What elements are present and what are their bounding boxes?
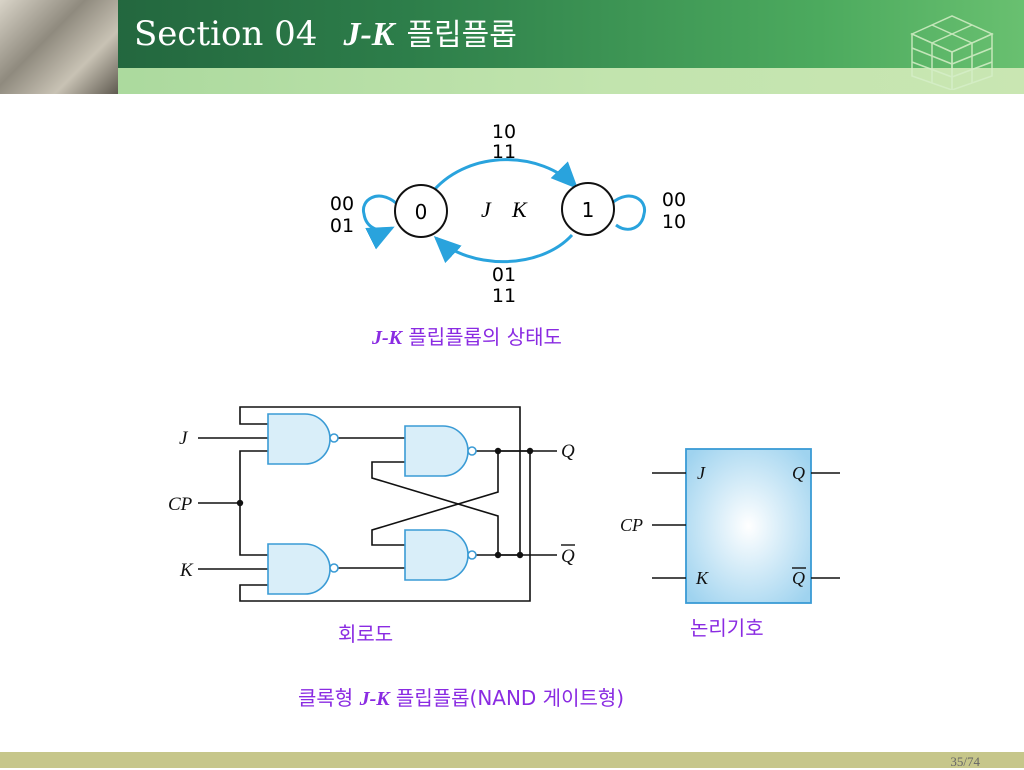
circuit-j-label: J [179,428,189,449]
circuit-qbar-label: Q [561,546,575,567]
state-caption-ko: 플립플롭의 상태도 [408,325,562,349]
section-label: Section 04 [134,14,318,54]
state-diagram: 0 1 J K 10 11 01 11 00 01 00 10 [330,121,686,307]
nand-gate-4 [404,529,469,581]
circuit-k-label: K [179,560,194,581]
transition-0-to-1 [432,158,579,192]
loop0-label-2: 01 [330,215,354,237]
circuit-cp-label: CP [168,494,193,515]
loop1-label-1: 00 [662,189,686,211]
state-0-node [394,184,448,238]
loop0-label-1: 00 [330,193,354,215]
self-loop-0 [361,194,397,250]
title-band [0,68,1024,94]
bottom-caption-prefix: 클록형 [298,686,354,710]
circuit-caption: 회로도 [338,622,394,646]
bottom-caption: 클록형 J-K 플립플롭(NAND 게이트형) [298,682,624,711]
symbol-qbar-label: Q [792,568,805,588]
circuit-q-label: Q [561,441,575,462]
logic-symbol: J K Q Q CP [620,448,840,604]
bottom-arc-label-1: 01 [492,264,516,286]
state-caption-jk: J-K [372,327,402,349]
state-1-node [561,182,615,236]
top-arc-label-1: 10 [492,121,516,143]
page-number: 35/74 [950,754,980,769]
footer-bar [0,752,1024,768]
nand-gates [267,413,477,595]
input-j-label: J [481,197,492,222]
header-photo [0,0,118,94]
title-jk: J-K [343,16,395,53]
bottom-arc-label-2: 11 [492,285,516,307]
state-0-label: 0 [415,200,428,224]
cube-logo [910,15,994,90]
cp-branch-wire [239,450,268,556]
flipflop-box [685,448,812,604]
slide-title: Section 04 J-K 플립플롭 [134,12,517,56]
title-ko: 플립플롭 [406,18,517,53]
nand-gate-1 [267,413,331,465]
title-bar [0,0,1024,68]
circuit-junctions [236,447,534,559]
bottom-caption-suffix: 플립플롭(NAND 게이트형) [395,686,625,710]
logic-symbol-caption: 논리기호 [690,616,764,640]
self-loop-1 [585,194,647,231]
input-k-label: K [511,197,528,222]
top-arc-label-2: 11 [492,141,516,163]
nand-gate-3 [404,425,469,477]
circuit-diagram [198,406,557,602]
state-1-label: 1 [582,198,595,222]
symbol-q-label: Q [792,463,805,483]
transition-1-to-0 [433,233,574,264]
symbol-cp-label: CP [620,515,643,535]
bottom-caption-jk: J-K [359,688,390,710]
symbol-k-label: K [695,568,709,588]
nand-gate-2 [267,543,331,595]
state-diagram-caption: J-K 플립플롭의 상태도 [372,321,562,350]
cross-wire-q [371,451,499,546]
loop1-label-2: 10 [662,211,686,233]
symbol-j-label: J [697,463,706,483]
cross-wire-qbar [371,461,499,555]
